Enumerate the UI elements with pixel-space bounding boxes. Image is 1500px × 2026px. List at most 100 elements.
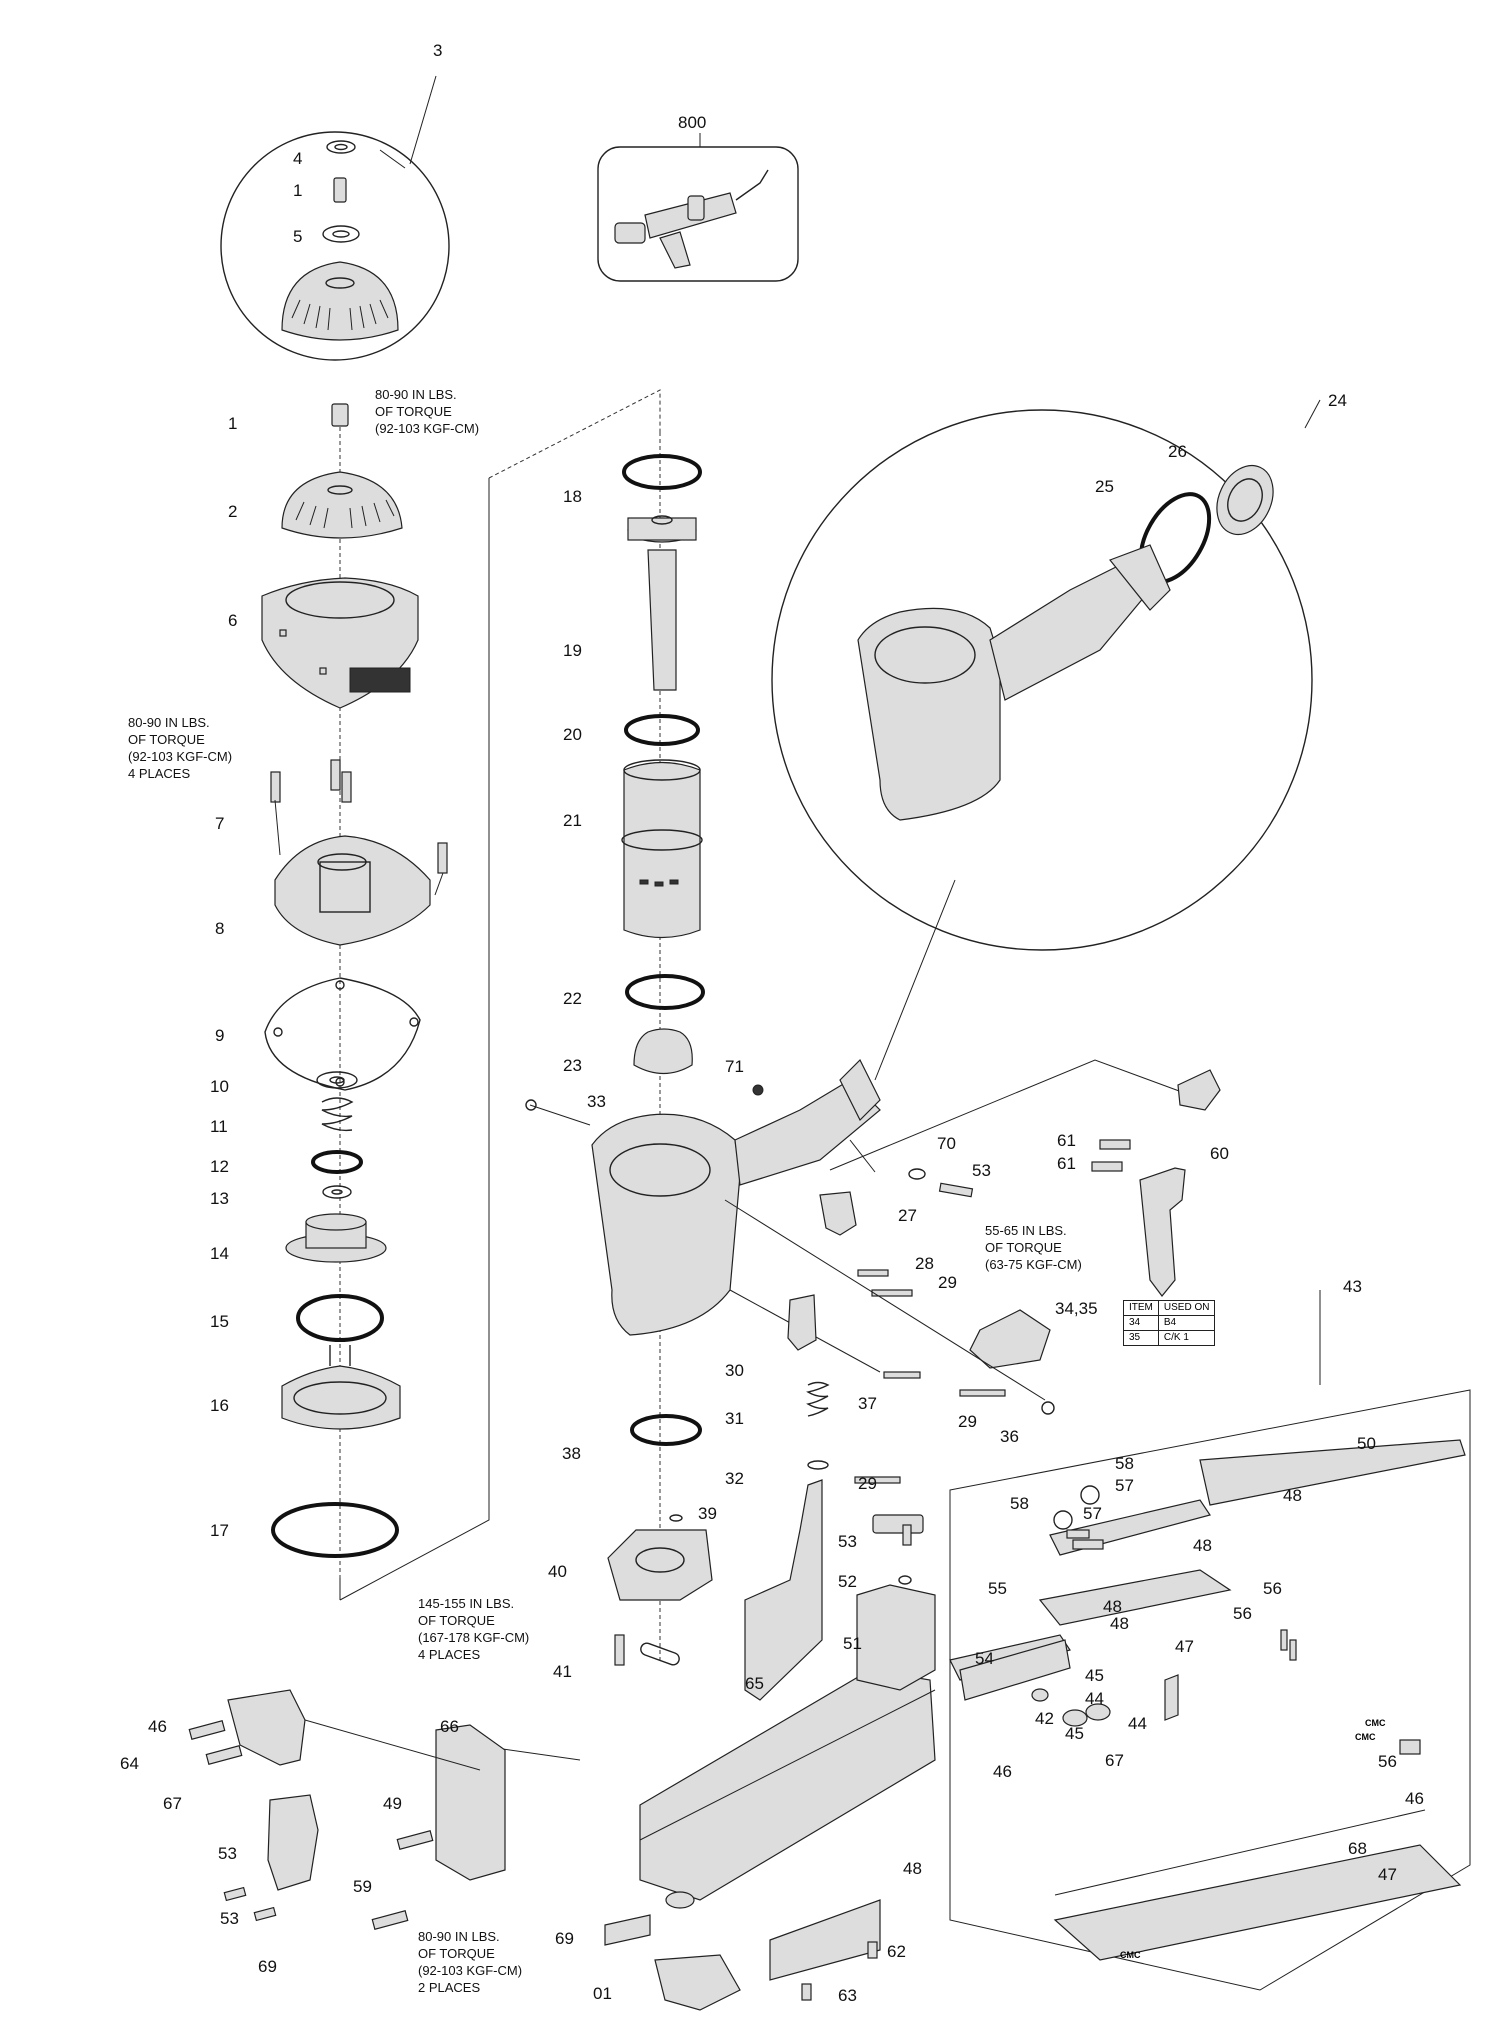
callout: 48 [1110,1614,1129,1633]
callout: 24 [1328,391,1347,410]
torque-note: 55-65 IN LBS.OF TORQUE(63-75 KGF-CM) [985,1223,1082,1272]
callout: 54 [975,1649,994,1668]
callout: 56 [1263,1579,1282,1598]
callout: 68 [1348,1839,1367,1858]
center-column-parts [607,432,713,1666]
callout: 46 [993,1762,1012,1781]
callout: 69 [555,1929,574,1948]
torque-note: 145-155 IN LBS.OF TORQUE(167-178 KGF-CM)… [418,1596,530,1662]
table-header: USED ON [1157,1300,1216,1316]
torque-note: 80-90 IN LBS.OF TORQUE(92-103 KGF-CM) [375,387,480,436]
callout: 71 [725,1057,744,1076]
callout: 5 [293,227,303,246]
callout: 44 [1128,1714,1147,1733]
callout: 27 [898,1206,917,1225]
callout: 30 [725,1361,744,1380]
callout: 48 [903,1859,922,1878]
table-row: 34 B4 [1123,1315,1216,1331]
callout: 19 [563,641,582,660]
small-parts-middle [724,1168,1055,1701]
callout: 29 [858,1474,877,1493]
callout: 3 [433,41,443,60]
callout: 01 [593,1984,612,2003]
callout: 29 [958,1412,977,1431]
callout: 47 [1378,1865,1397,1884]
callout: 20 [563,725,582,744]
table-cell: B4 [1157,1315,1216,1331]
callout: 67 [163,1794,182,1813]
callout: 14 [210,1244,229,1263]
callout: 58 [1010,1494,1029,1513]
usage-table: ITEM USED ON 34 B4 35 C/K 1 [1123,1300,1216,1346]
callout: 46 [148,1717,167,1736]
callout: 61 [1057,1154,1076,1173]
table-row: 35 C/K 1 [1123,1330,1216,1346]
bracket-60 [829,1059,1221,1297]
callout: 48 [1103,1597,1122,1616]
callout: 41 [553,1662,572,1681]
magazine-assembly [439,1514,936,2011]
callout: 53 [972,1161,991,1180]
callout: 57 [1115,1476,1134,1495]
callout: 22 [563,989,582,1008]
callout: 11 [210,1117,228,1136]
callout: 63 [838,1986,857,2005]
callout: 6 [228,611,238,630]
callout: 53 [218,1844,237,1863]
callout: 42 [1035,1709,1054,1728]
callout: 58 [1115,1454,1134,1473]
detail-box-43 [949,1290,1471,1991]
callout: 18 [563,487,582,506]
callout: 56 [1378,1752,1397,1771]
callout: 48 [1193,1536,1212,1555]
callout: 31 [725,1409,744,1428]
main-housing [525,1058,881,1336]
table-cell: 34 [1123,1315,1159,1331]
callout: 53 [220,1909,239,1928]
callout: 57 [1083,1504,1102,1523]
brand-mark: CMC [1120,1950,1141,1960]
table-row: ITEM USED ON [1123,1300,1216,1316]
callout: 9 [215,1026,225,1045]
callout: 50 [1357,1434,1376,1453]
left-column-parts [261,403,448,1578]
callout: 4 [293,149,303,168]
callout: 45 [1085,1666,1104,1685]
callout: 48 [1283,1486,1302,1505]
callout: 64 [120,1754,139,1773]
callout: 40 [548,1562,567,1581]
tool-800 [597,133,799,282]
callout: 69 [258,1957,277,1976]
callout: 59 [353,1877,372,1896]
callout: 65 [745,1674,764,1693]
callout: 800 [678,113,707,132]
callout: 45 [1065,1724,1084,1743]
callout: 47 [1175,1637,1194,1656]
callout: 53 [838,1532,857,1551]
callout: 2 [228,502,238,521]
callout: 21 [563,811,582,830]
callout: 37 [858,1394,877,1413]
callout: 55 [988,1579,1007,1598]
callout: 17 [210,1521,229,1540]
callout: 1 [293,181,303,200]
torque-note: 80-90 IN LBS.OF TORQUE(92-103 KGF-CM)4 P… [128,715,233,781]
callout: 52 [838,1572,857,1591]
detail-circle-3 [220,75,450,361]
callout: 34,35 [1055,1299,1098,1318]
callout: 23 [563,1056,582,1075]
callout: 26 [1168,442,1187,461]
callout: 29 [938,1273,957,1292]
callout: 32 [725,1469,744,1488]
table-cell: 35 [1123,1330,1159,1346]
table-cell: C/K 1 [1157,1330,1216,1346]
callout: 43 [1343,1277,1362,1296]
callout: 49 [383,1794,402,1813]
callout: 39 [698,1504,717,1523]
callout: 1 [228,414,238,433]
callout: 66 [440,1717,459,1736]
detail-circle-24 [771,399,1321,951]
callout: 44 [1085,1689,1104,1708]
callout: 13 [210,1189,229,1208]
